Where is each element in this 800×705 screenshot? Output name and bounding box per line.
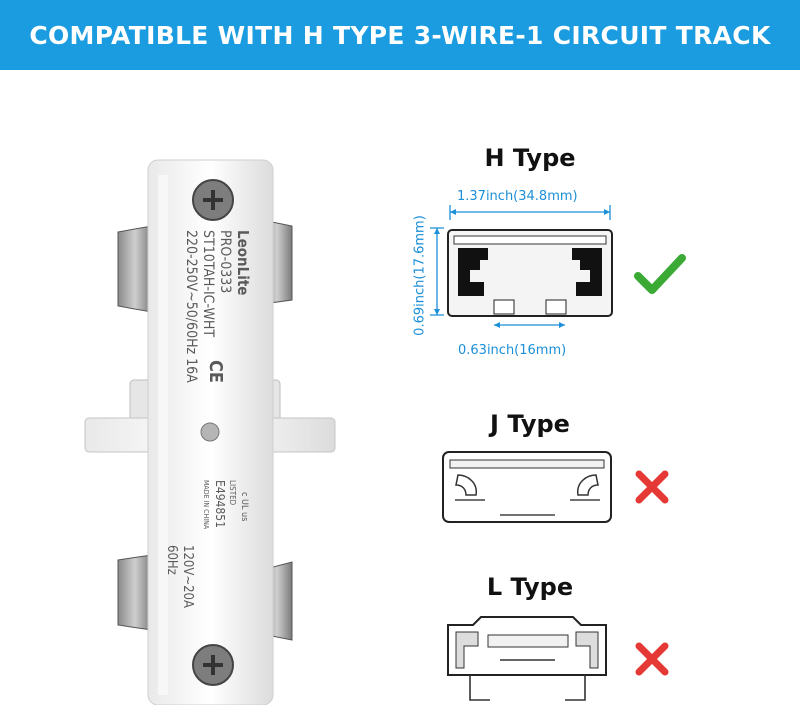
j-type-profile bbox=[442, 451, 612, 523]
frequency-text: 60Hz bbox=[164, 545, 179, 575]
brand-text: LeonLite bbox=[234, 230, 252, 295]
rating-text: 220-250V~50/60Hz 16A bbox=[183, 230, 199, 383]
cross-icon bbox=[635, 470, 669, 504]
voltage-text: 120V~20A bbox=[180, 545, 195, 608]
contact-prong bbox=[117, 554, 153, 631]
file-number: E494851 bbox=[213, 480, 227, 528]
contact-prong bbox=[117, 225, 153, 313]
ul-listing-top: c UL us bbox=[239, 492, 249, 521]
sku-text: ST10TAH-IC-WHT bbox=[200, 230, 216, 337]
made-in-text: MADE IN CHINA bbox=[202, 480, 210, 530]
l-type-label: L Type bbox=[486, 573, 574, 601]
check-icon bbox=[634, 254, 686, 294]
j-type-label: J Type bbox=[490, 410, 570, 438]
ul-listed: LISTED bbox=[228, 480, 237, 506]
screw-icon bbox=[192, 179, 234, 221]
l-type-profile bbox=[447, 616, 607, 701]
model-text: PRO-0333 bbox=[217, 230, 233, 293]
h-type-profile bbox=[430, 205, 613, 328]
cross-icon bbox=[635, 642, 669, 676]
height-dimension: 0.69inch(17.6mm) bbox=[412, 215, 428, 336]
header-banner: COMPATIBLE WITH H TYPE 3-WIRE-1 CIRCUIT … bbox=[0, 0, 800, 70]
width-dimension: 1.37inch(34.8mm) bbox=[457, 189, 578, 204]
ce-mark: CE bbox=[205, 360, 226, 383]
slot-dimension: 0.63inch(16mm) bbox=[458, 343, 567, 358]
h-type-label: H Type bbox=[484, 144, 576, 172]
connector-image: LeonLite PRO-0333 ST10TAH-IC-WHT 220-250… bbox=[84, 159, 336, 705]
screw-icon bbox=[192, 644, 234, 686]
banner-title: COMPATIBLE WITH H TYPE 3-WIRE-1 CIRCUIT … bbox=[29, 20, 771, 50]
